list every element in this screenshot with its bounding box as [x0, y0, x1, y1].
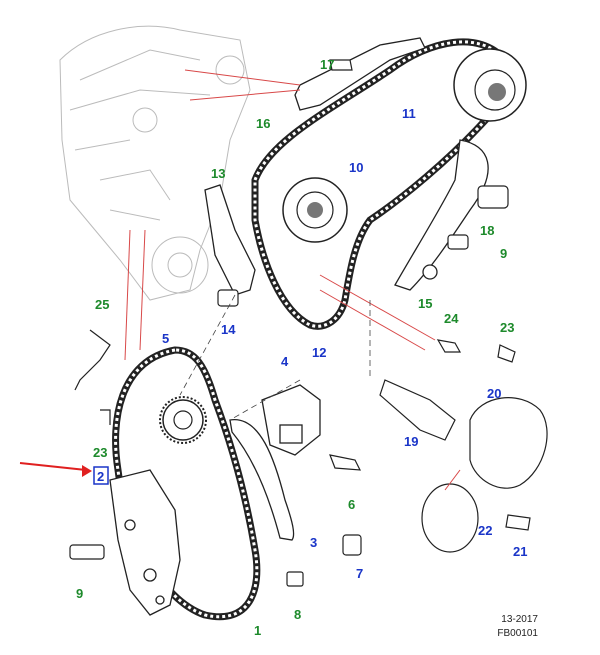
- callout-12: 12: [312, 345, 326, 360]
- callout-1: 1: [254, 623, 261, 638]
- callout-17: 17: [320, 57, 334, 72]
- callout-23-right: 23: [500, 320, 514, 335]
- engine-block-background: [59, 25, 251, 301]
- callout-9-left: 9: [76, 586, 83, 601]
- small-hardware: [69, 59, 548, 587]
- callout-3: 3: [310, 535, 317, 550]
- upper-timing-chain: [251, 38, 515, 330]
- intake-vvt-unit: [453, 48, 527, 122]
- upper-chain-guide: [294, 37, 426, 111]
- lower-tensioner-arm: [229, 419, 295, 541]
- callout-20: 20: [487, 386, 501, 401]
- callout-7: 7: [356, 566, 363, 581]
- reference-lines: [124, 69, 461, 491]
- chain-tensioner: [261, 384, 321, 456]
- callout-9-right: 9: [500, 246, 507, 261]
- figure-reference: FB00101: [497, 628, 538, 639]
- callout-15: 15: [418, 296, 432, 311]
- callout-8: 8: [294, 607, 301, 622]
- figure-code: 13-2017: [501, 614, 538, 625]
- callout-18: 18: [480, 223, 494, 238]
- callout-25: 25: [95, 297, 109, 312]
- callout-16: 16: [256, 116, 270, 131]
- callout-22: 22: [478, 523, 492, 538]
- highlight-arrow: [19, 462, 92, 477]
- callout-2: 2: [97, 469, 104, 484]
- callout-14: 14: [221, 322, 236, 337]
- callout-13: 13: [211, 166, 225, 181]
- callout-4: 4: [281, 354, 289, 369]
- lower-chain-guide: [109, 469, 181, 616]
- callout-11: 11: [402, 106, 416, 121]
- callout-6: 6: [348, 497, 355, 512]
- highlight-box: [93, 466, 109, 485]
- alignment-lines: [179, 294, 371, 421]
- callout-19: 19: [404, 434, 418, 449]
- lower-timing-chain: [112, 346, 261, 621]
- callout-5: 5: [162, 331, 169, 346]
- callout-labels: 1 2 3 4 5 6 7 8 9 9 10 11 12 13 14 15 16…: [76, 57, 527, 638]
- callout-24: 24: [444, 311, 459, 326]
- callout-23-left: 23: [93, 445, 107, 460]
- crankshaft-sprocket: [159, 396, 207, 444]
- side-chain-guide: [204, 184, 256, 296]
- exhaust-camshaft-sprocket: [282, 177, 348, 243]
- upper-tensioner-guide: [394, 139, 489, 291]
- callout-10: 10: [349, 160, 363, 175]
- callout-21: 21: [513, 544, 527, 559]
